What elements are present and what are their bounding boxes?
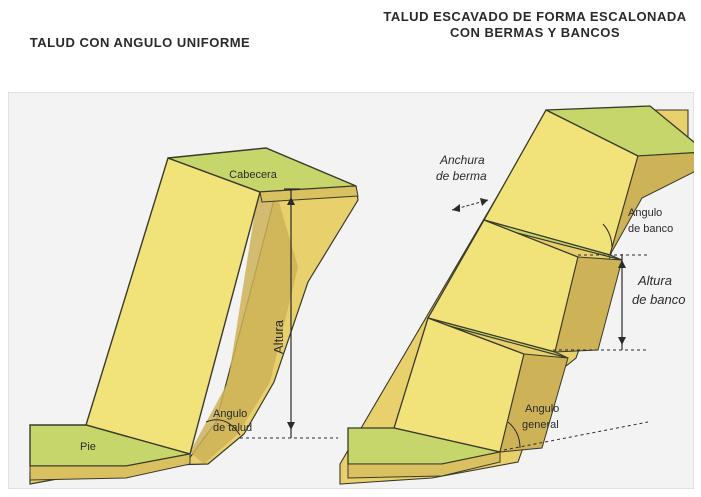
angulo-banco-label-2: de banco: [628, 223, 673, 235]
anchura-berma-arrowhead-left: [452, 204, 460, 212]
angulo-general-label-1: Angulo: [525, 403, 559, 415]
altura-banco-arrowhead-up: [618, 260, 626, 268]
uniform-slope-crest-edge: [259, 185, 359, 203]
altura-banco-arrowhead-down: [618, 337, 626, 345]
stepped-slope-diagram: Anchura de berma Angulo de banco Altura …: [339, 105, 694, 485]
title-right: TALUD ESCAVADO DE FORMA ESCALONADA CON B…: [380, 9, 690, 41]
angulo-banco-arc: [602, 223, 613, 249]
angulo-banco-label-1: Angulo: [628, 207, 662, 219]
uniform-slope-diagram: Altura Cabecera Angulo de talud Pie: [29, 147, 359, 485]
title-right-text: TALUD ESCAVADO DE FORMA ESCALONADA CON B…: [383, 9, 687, 40]
angulo-talud-label-2: de talud: [213, 422, 252, 434]
anchura-label-2: de berma: [436, 169, 487, 183]
altura-label: Altura: [271, 319, 286, 354]
angulo-talud-arc: [205, 419, 241, 436]
stepped-bench-bottom-side: [499, 353, 569, 453]
altura-arrowhead-up: [287, 197, 295, 205]
altura-arrowhead-down: [287, 422, 295, 430]
title-left: TALUD CON ANGULO UNIFORME: [20, 35, 260, 51]
cabecera-label: Cabecera: [229, 169, 278, 181]
uniform-slope-toe-edge: [29, 453, 191, 481]
altura-banco-label-2: de banco: [632, 292, 686, 307]
angulo-general-label-2: general: [522, 419, 559, 431]
angulo-talud-label-1: Angulo: [213, 408, 247, 420]
pie-label: Pie: [80, 441, 96, 453]
anchura-berma-arrowhead-right: [480, 198, 488, 206]
slope-diagram-panel: Altura Cabecera Angulo de talud Pie: [8, 92, 694, 489]
angulo-general-arc: [507, 421, 521, 449]
altura-banco-label-1: Altura: [637, 273, 672, 288]
anchura-label-1: Anchura: [439, 153, 485, 167]
stepped-slope-toe-edge: [347, 451, 501, 479]
title-left-text: TALUD CON ANGULO UNIFORME: [29, 35, 251, 50]
stepped-bench-top-side: [609, 152, 694, 256]
angulo-general-guide: [503, 421, 649, 451]
uniform-slope-shadow-side: [190, 192, 298, 464]
